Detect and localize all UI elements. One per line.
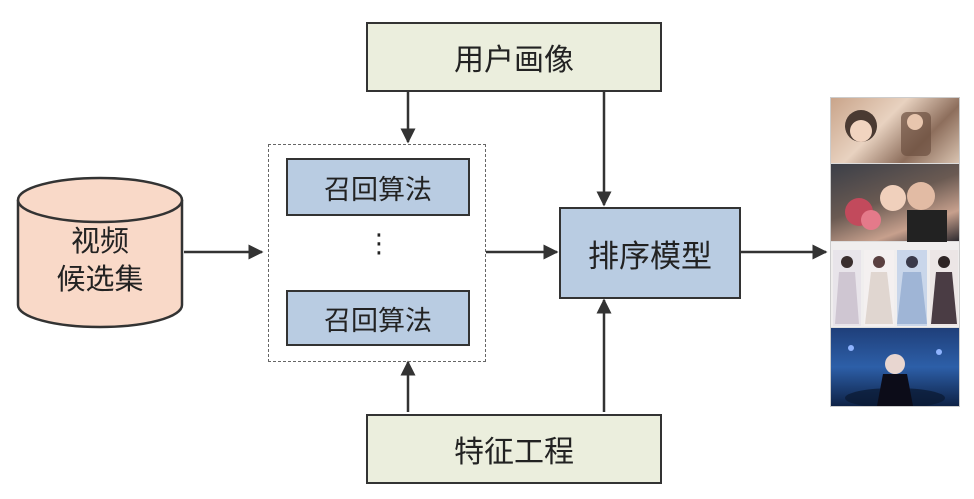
recall-algorithm-box-bottom: 召回算法 [286,290,470,346]
candidate-set-label: 视频 候选集 [18,222,182,298]
database-icon [16,176,184,329]
recall-algorithm-box-top: 召回算法 [286,158,470,216]
thumbnail-image [845,345,945,406]
result-thumbnail [831,164,959,242]
result-thumbnail [831,98,959,164]
ellipsis: ⋮ [366,229,392,259]
result-thumbnail [831,328,959,406]
candidate-set-line2: 候选集 [56,262,144,296]
candidate-set-line1: 视频 [70,224,129,258]
thumbnail-image [833,250,958,326]
ranking-model-box: 排序模型 [559,207,741,299]
user-profile-box: 用户画像 [366,22,662,92]
recall-group [268,144,486,362]
feature-engineering-box: 特征工程 [366,414,662,484]
thumbnail-image [845,110,931,156]
result-thumbnail [831,242,959,328]
recommendation-results [830,97,960,407]
thumbnail-image [845,182,947,242]
